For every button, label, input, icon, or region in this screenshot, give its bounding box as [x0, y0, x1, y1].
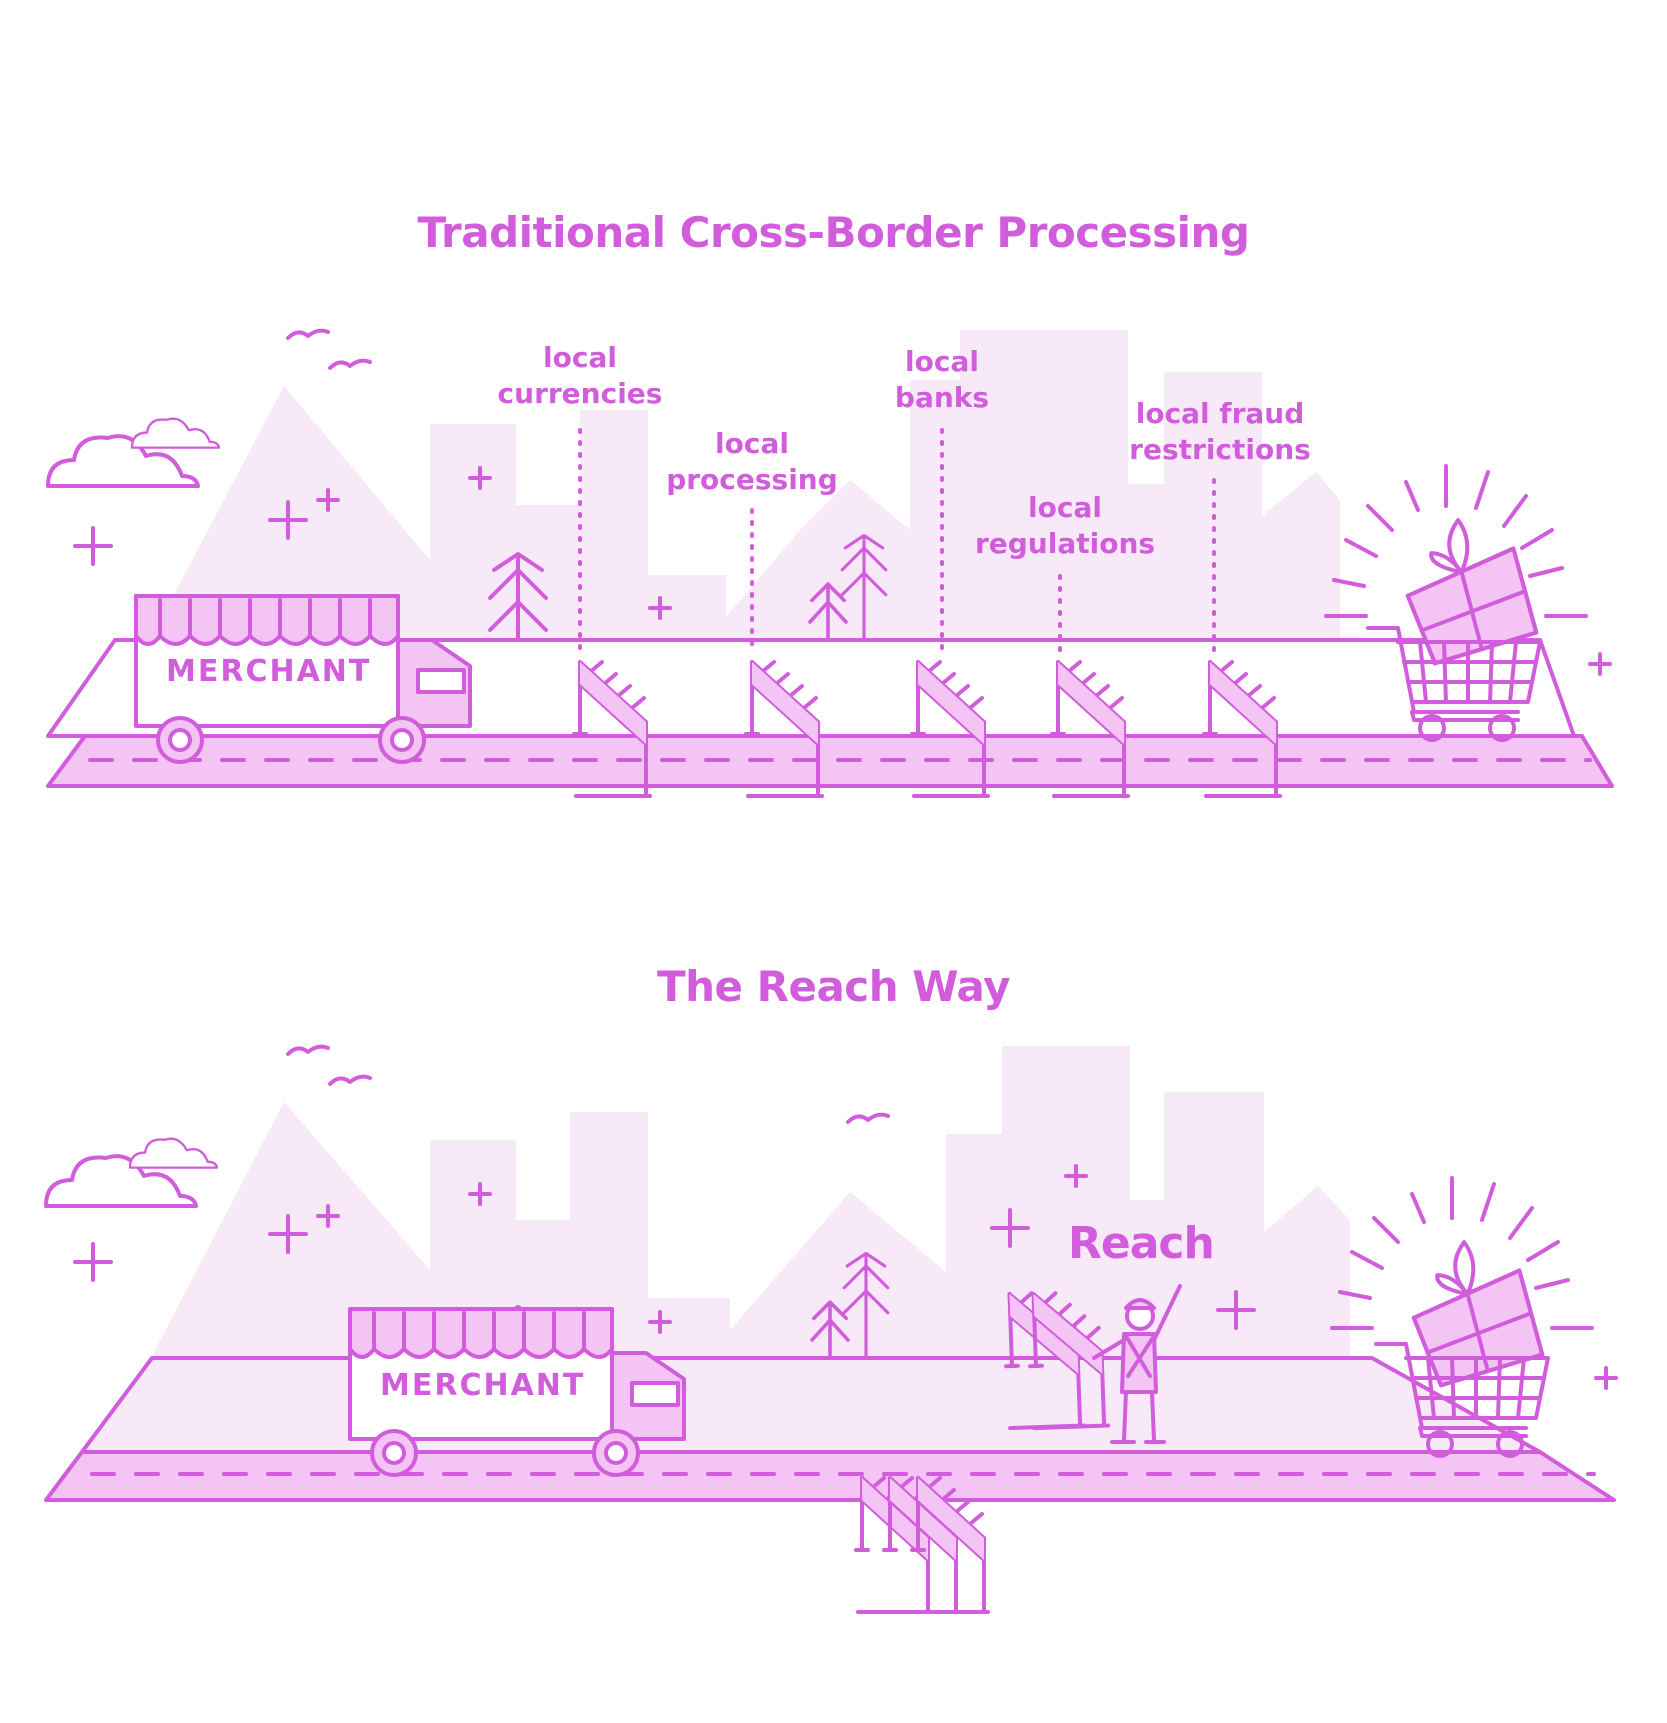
truck-icon	[134, 594, 472, 764]
traditional-title: Traditional Cross-Border Processing	[417, 208, 1250, 257]
barrier-label: local regulations	[960, 490, 1170, 562]
barrier-label: local currencies	[480, 340, 680, 412]
barrier-label: local processing	[652, 426, 852, 498]
barrier-label-line: restrictions	[1129, 433, 1311, 466]
reach-scene	[44, 1044, 1618, 1614]
barrier-label-line: local	[543, 341, 617, 374]
plus-sparkle-icon	[1588, 652, 1612, 676]
barrier-label-line: regulations	[974, 527, 1156, 560]
reach-logo: Reach	[1068, 1218, 1215, 1269]
cloud-icon	[130, 417, 221, 449]
skyline-top	[430, 330, 1340, 640]
barrier-label-line: local	[1028, 491, 1102, 524]
truck-label: MERCHANT	[166, 654, 372, 689]
road-lane	[44, 1450, 1616, 1502]
truck-icon	[348, 1307, 686, 1477]
cloud-icon	[128, 1137, 219, 1169]
bird-icon	[328, 358, 372, 370]
worker-icon	[1092, 1284, 1182, 1444]
barrier-label-line: currencies	[497, 377, 663, 410]
bird-icon	[286, 328, 330, 340]
truck-label: MERCHANT	[380, 1368, 586, 1403]
bird-icon	[328, 1074, 372, 1086]
road-lane	[46, 734, 1614, 788]
plus-sparkle-icon	[73, 526, 113, 566]
barrier-label-line: local fraud	[1135, 397, 1305, 430]
bird-icon	[286, 1044, 330, 1056]
barrier-label-line: processing	[666, 463, 838, 496]
barrier-label-line: local	[715, 427, 789, 460]
skyline-bottom	[430, 1046, 1350, 1360]
plus-sparkle-icon	[73, 1242, 113, 1282]
leader-lines	[578, 428, 1216, 656]
bird-icon	[846, 1112, 890, 1124]
barrier-label: local fraud restrictions	[1110, 396, 1330, 468]
plus-sparkle-icon	[1594, 1366, 1618, 1390]
barrier-label-line: banks	[894, 381, 990, 414]
barrier-label-line: local	[905, 345, 979, 378]
road-surface	[80, 1356, 1542, 1454]
traditional-scene	[46, 328, 1614, 798]
barrier-label: local banks	[862, 344, 1022, 416]
reach-title: The Reach Way	[656, 962, 1011, 1011]
